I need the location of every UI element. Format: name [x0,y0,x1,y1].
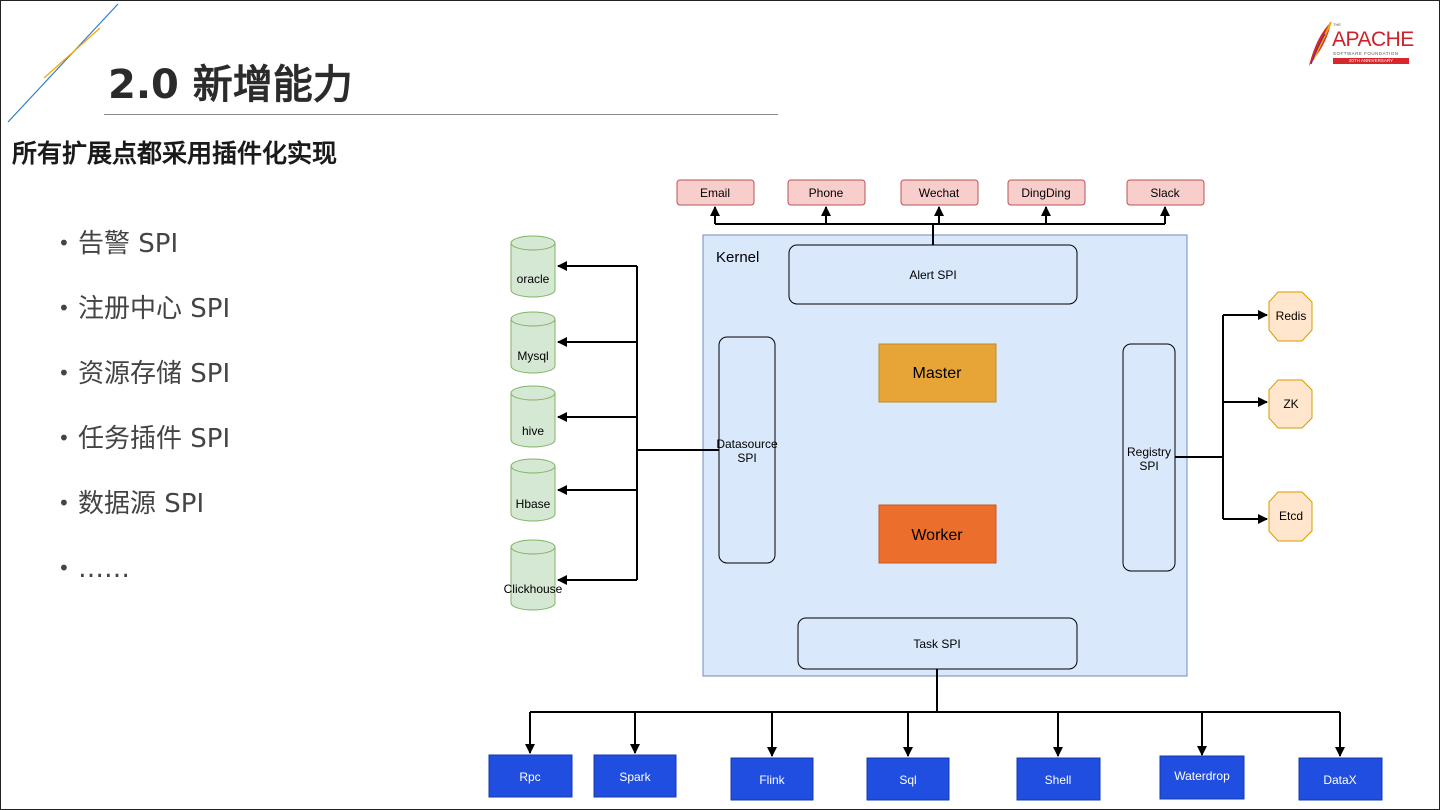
task-sql-label: Sql [899,773,916,787]
task-spi-label: Task SPI [913,637,960,651]
task-waterdrop-box [1159,755,1245,800]
registry-redis-label: Redis [1276,309,1307,323]
corner-decoration [7,3,119,123]
bullet-dot: • [58,361,70,385]
bullet-item: •数据源 SPI [58,480,230,545]
task-rpc-box [488,754,573,798]
task-flink-label: Flink [759,773,785,787]
db-clickhouse-label: Clickhouse [504,582,563,596]
bullet-list: •告警 SPI •注册中心 SPI •资源存储 SPI •任务插件 SPI •数… [58,220,230,610]
bullet-item: •…… [58,545,230,610]
bullet-dot: • [58,296,70,320]
alert-dingding-label: DingDing [1021,186,1070,200]
datasource-spi-label-2: SPI [737,451,756,465]
worker-label: Worker [911,527,963,544]
kernel-label: Kernel [716,249,759,266]
db-mysql-label: Mysql [517,349,548,363]
datasource-spi-label-1: Datasource [716,437,778,451]
db-hbase-label: Hbase [516,497,551,511]
task-waterdrop-label: Waterdrop [1174,769,1230,783]
registry-zk: ZK [1268,379,1313,429]
bullet-item: •注册中心 SPI [58,285,230,350]
registry-zk-label: ZK [1283,397,1298,411]
registry-redis: Redis [1268,291,1313,342]
registry-etcd: Etcd [1268,491,1313,542]
task-datax-box [1298,757,1383,801]
page-subtitle: 所有扩展点都采用插件化实现 [12,139,338,168]
registry-spi-label-1: Registry [1127,445,1171,459]
alert-spi-label: Alert SPI [909,268,956,282]
alert-connectors [710,206,1170,245]
task-rpc-label: Rpc [519,770,540,784]
task-datax-label: DataX [1323,773,1356,787]
feather-icon [1309,21,1332,66]
master-box [878,343,997,403]
task-flink-box [730,757,814,801]
registry-spi-label-2: SPI [1139,459,1158,473]
alert-wechat-box [900,179,979,206]
worker-box [878,504,997,564]
alert-dingding-box [1007,179,1086,206]
db-hive: hive [510,385,556,448]
apache-logo: THE APACHE SOFTWARE FOUNDATION 20TH ANNI… [1305,20,1415,70]
bullet-dot: • [58,231,70,255]
task-plugins: Rpc Spark Flink Sql Shell Waterdrop Data… [488,754,1383,801]
title-divider [104,114,778,115]
db-hive-label: hive [522,424,544,438]
registry-connectors [1175,310,1268,524]
db-clickhouse: Clickhouse [504,539,563,611]
datasource-cylinders: oracle Mysql hive Hbase Clickhouse [504,235,563,611]
kernel-box [702,234,1188,677]
db-hbase: Hbase [510,458,556,522]
alert-email-box [676,179,755,206]
bullet-item: •任务插件 SPI [58,415,230,480]
bullet-item: •资源存储 SPI [58,350,230,415]
alert-phone-box [787,179,866,206]
task-connectors [525,669,1345,757]
task-shell-box [1016,757,1101,801]
task-spark-box [593,754,677,798]
db-oracle-label: oracle [517,272,550,286]
alert-wechat-label: Wechat [919,186,960,200]
alert-slack-box [1126,179,1205,206]
db-oracle: oracle [510,235,556,298]
task-spark-label: Spark [619,770,651,784]
page-title: 2.0 新增能力 [108,62,353,108]
alert-targets: Email Phone Wechat DingDing Slack [676,179,1205,206]
alert-phone-label: Phone [809,186,844,200]
alert-email-label: Email [700,186,730,200]
task-sql-box [866,757,950,801]
master-label: Master [913,365,963,382]
bullet-dot: • [58,426,70,450]
task-shell-label: Shell [1045,773,1072,787]
bullet-dot: • [58,491,70,515]
db-mysql: Mysql [510,311,556,374]
registry-etcd-label: Etcd [1279,509,1303,523]
bullet-item: •告警 SPI [58,220,230,285]
datasource-connectors [557,261,719,585]
alert-slack-label: Slack [1150,186,1180,200]
bullet-dot: • [58,556,70,580]
registry-octagons: Redis ZK Etcd [1268,291,1313,542]
